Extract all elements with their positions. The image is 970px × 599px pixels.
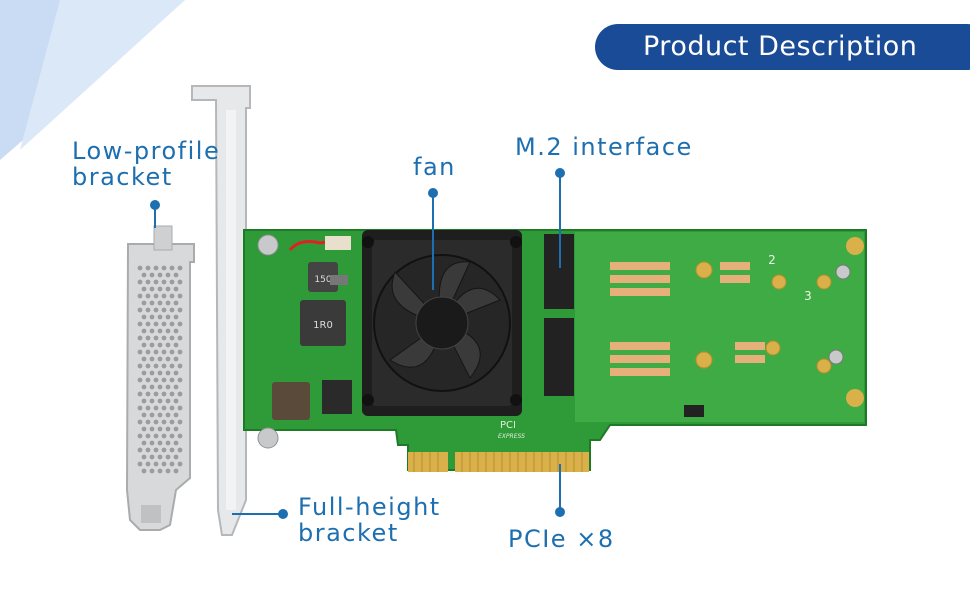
fan-label: fan [413,153,456,181]
full-height-bracket-label: Full-height bracket [298,493,441,547]
m2-interface-label: M.2 interface [515,133,693,161]
pci-logo: PCI [500,420,516,431]
page-title: Product Description [595,24,970,70]
full-height-bracket [191,85,251,536]
low-profile-bracket-label: Low-profile bracket [72,137,221,191]
pcie-x8-label: PCIe ×8 [508,525,615,553]
callout-lines [150,168,565,519]
low-profile-bracket [125,225,195,531]
slot-3-mark: 3 [804,289,812,303]
inductor-1r0-label: 1R0 [313,320,333,331]
corner-decoration [0,0,185,160]
pcb-board: 150 1R0 [243,229,867,472]
pci-express-logo: EXPRESS [498,433,525,440]
inductor-150-label: 150 [314,275,331,285]
slot-2-mark: 2 [768,253,776,267]
